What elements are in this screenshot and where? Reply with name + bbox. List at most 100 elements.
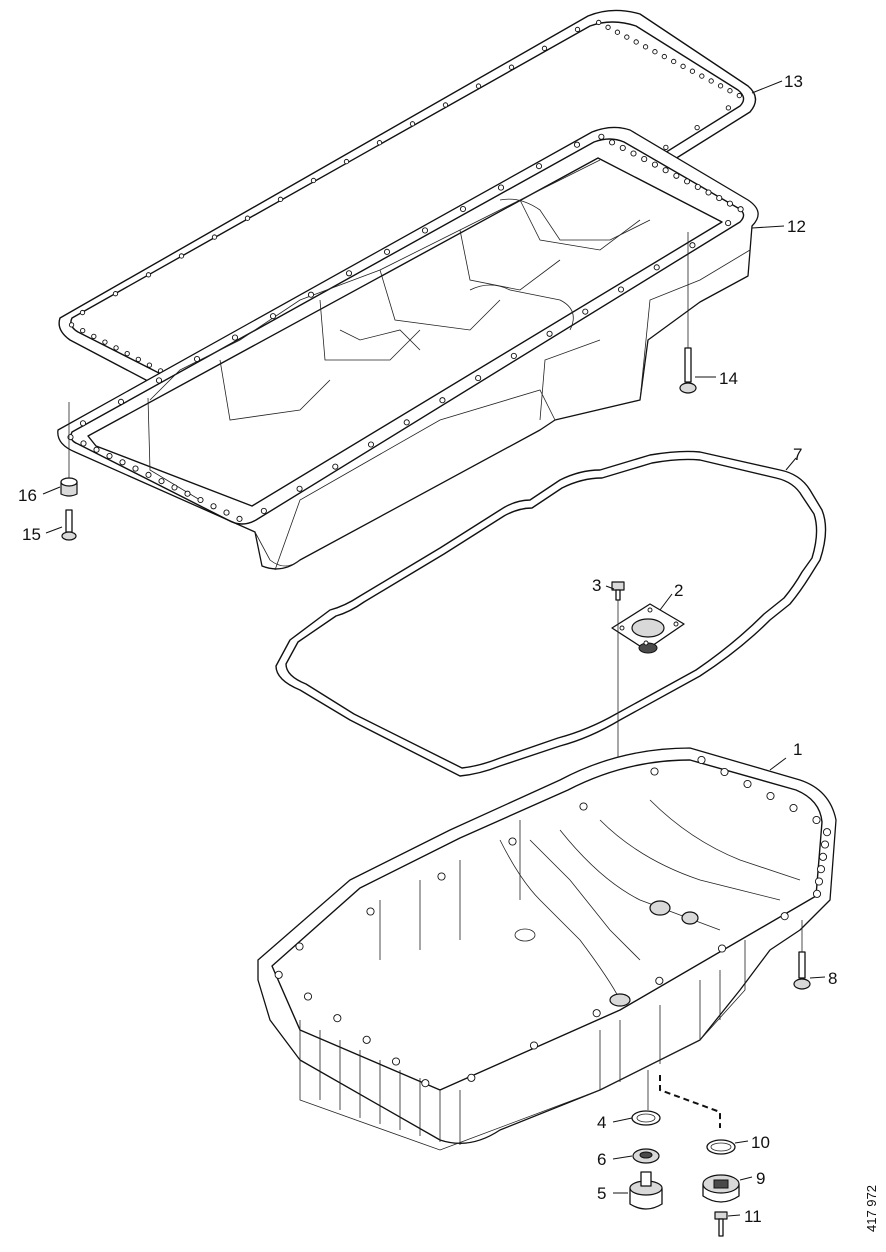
callout-15: 15 bbox=[22, 525, 41, 544]
bolt-hole bbox=[617, 286, 625, 293]
bolt-hole bbox=[155, 377, 163, 384]
bolt-hole bbox=[497, 184, 505, 191]
drain-plug bbox=[629, 1171, 663, 1210]
callout-10: 10 bbox=[751, 1133, 770, 1152]
bolt-hole bbox=[651, 161, 658, 168]
bolt-hole bbox=[641, 156, 648, 163]
bolt-hole bbox=[467, 1073, 476, 1082]
callout-3: 3 bbox=[592, 576, 601, 595]
bolt-hole bbox=[609, 139, 616, 146]
bolt-hole bbox=[119, 459, 126, 466]
callout-6: 6 bbox=[597, 1150, 606, 1169]
bolt-hole bbox=[475, 375, 482, 382]
bolt-hole bbox=[708, 78, 714, 84]
bolt-hole bbox=[596, 19, 602, 26]
bolt-hole bbox=[223, 509, 230, 516]
bolt-hole bbox=[619, 144, 626, 151]
bolt-hole bbox=[421, 1079, 430, 1088]
bolt-hole bbox=[236, 515, 243, 522]
bolt-hole bbox=[743, 779, 752, 789]
bolt-hole bbox=[508, 64, 515, 70]
bolt-hole bbox=[366, 907, 375, 916]
callout-14: 14 bbox=[719, 369, 738, 388]
bolt-hole bbox=[546, 330, 553, 337]
bolt-hole bbox=[579, 802, 588, 811]
bolt-hole bbox=[582, 308, 589, 315]
bolt-hole bbox=[697, 755, 706, 765]
bolt-hole bbox=[383, 248, 391, 255]
callout-7: 7 bbox=[793, 445, 802, 464]
bolt-hole bbox=[663, 144, 669, 151]
bolt-hole bbox=[211, 234, 218, 240]
bolt-hole bbox=[822, 828, 832, 837]
bolt-hole bbox=[598, 133, 605, 140]
bolt-hole bbox=[736, 92, 742, 99]
callout-8: 8 bbox=[828, 969, 837, 988]
bolt-hole bbox=[68, 322, 75, 328]
bolt-hole bbox=[662, 167, 669, 174]
bolt-hole bbox=[717, 944, 727, 953]
bolt-hole bbox=[269, 313, 277, 320]
bolt-hole bbox=[296, 485, 303, 492]
bolt-hole bbox=[812, 815, 821, 825]
bolt-hole bbox=[93, 446, 100, 453]
bolt-hole bbox=[178, 253, 185, 259]
upper-bolt bbox=[679, 232, 697, 394]
bolt-hole bbox=[694, 183, 701, 190]
bolt-hole bbox=[614, 29, 621, 35]
bolt-hole bbox=[789, 803, 798, 813]
bolt-hole bbox=[684, 178, 691, 185]
bolt-hole bbox=[117, 398, 125, 405]
bolt-hole bbox=[439, 397, 446, 404]
bolt-hole bbox=[673, 172, 680, 179]
bolt-hole bbox=[80, 327, 86, 334]
bolt-hole bbox=[376, 140, 383, 146]
bolt-hole bbox=[720, 767, 729, 777]
cover-screw bbox=[611, 581, 625, 601]
bolt-hole bbox=[244, 215, 251, 221]
spacer-sleeve bbox=[60, 402, 78, 497]
cover-plate bbox=[611, 603, 685, 654]
bolt-hole bbox=[442, 102, 449, 108]
bolt-hole bbox=[91, 333, 97, 340]
bolt-hole bbox=[630, 150, 637, 157]
bolt-hole bbox=[766, 791, 775, 801]
bolt-hole bbox=[295, 942, 304, 951]
bolt-hole bbox=[459, 205, 467, 213]
bolt-hole bbox=[124, 350, 130, 357]
oil-pan-lower bbox=[257, 747, 837, 1151]
bolt-hole bbox=[574, 26, 581, 33]
bolt-hole bbox=[193, 355, 201, 363]
drain-plug-seal-ring bbox=[631, 1110, 661, 1126]
bolt-hole bbox=[624, 34, 630, 40]
bolt-hole bbox=[132, 465, 139, 472]
bolt-hole bbox=[725, 220, 732, 227]
bolt-hole bbox=[310, 177, 317, 184]
bolt-hole bbox=[814, 877, 824, 886]
bolt-hole bbox=[510, 352, 517, 359]
bolt-hole bbox=[818, 852, 828, 861]
bolt-hole bbox=[403, 419, 410, 426]
bolt-hole bbox=[80, 440, 87, 447]
leader-lines bbox=[42, 80, 826, 1217]
bolt-hole bbox=[737, 206, 744, 213]
sensor-screw bbox=[714, 1211, 728, 1237]
bolt-hole bbox=[680, 63, 686, 69]
bolt-hole bbox=[197, 496, 204, 504]
bolt-hole bbox=[171, 484, 178, 491]
bolt-hole bbox=[345, 270, 353, 277]
bolt-hole bbox=[650, 767, 659, 776]
callout-11: 11 bbox=[744, 1207, 762, 1226]
bolt-hole bbox=[812, 889, 822, 898]
bolt-hole bbox=[689, 242, 696, 249]
bolt-hole bbox=[689, 68, 696, 74]
callout-9: 9 bbox=[756, 1169, 765, 1188]
bolt-hole bbox=[231, 334, 239, 341]
bolt-hole bbox=[592, 1009, 601, 1018]
callout-12: 12 bbox=[787, 217, 806, 236]
callout-5: 5 bbox=[597, 1184, 606, 1203]
bolt-hole bbox=[421, 227, 429, 234]
callout-2: 2 bbox=[674, 581, 683, 600]
callout-16: 16 bbox=[18, 486, 37, 505]
